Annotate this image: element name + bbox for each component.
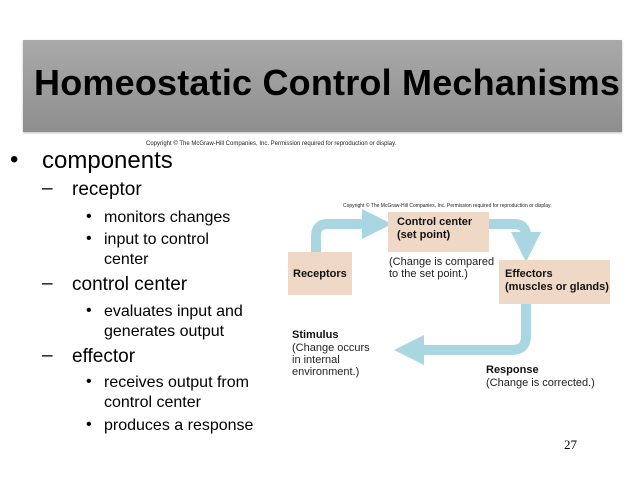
bullet-receptor-sub-2: input to control <box>104 231 209 248</box>
bullet-receptor-sub-1: monitors changes <box>104 209 231 226</box>
stimulus-body-2: in internal <box>292 354 340 366</box>
sub-bullet-dot: • <box>86 373 92 390</box>
bullet-effector-sub-2: control center <box>104 394 201 411</box>
bullet-dot: • <box>10 146 19 173</box>
bullet-control-sub-1: evaluates input and <box>104 303 243 320</box>
arrow-receptors-to-control <box>311 209 392 252</box>
dash-marker: – <box>42 273 53 294</box>
sub-bullet-dot: • <box>86 416 92 433</box>
dash-marker: – <box>42 345 53 366</box>
receptors-label: Receptors <box>293 268 347 280</box>
copyright-top: Copyright © The McGraw-Hill Companies, I… <box>146 141 397 147</box>
bullet-effector: effector <box>72 346 136 367</box>
bullet-control-center: control center <box>72 274 188 295</box>
slide-title: Homeostatic Control Mechanisms <box>34 62 621 103</box>
control-center-box <box>388 212 489 252</box>
arrow-effectors-to-stimulus <box>394 304 531 365</box>
sub-bullet-dot: • <box>86 302 92 319</box>
effectors-label: Effectors <box>505 268 553 280</box>
sub-bullet-dot: • <box>86 230 92 247</box>
set-point-label: (set point) <box>397 229 451 241</box>
sub-bullet-dot: • <box>86 208 92 225</box>
bullet-receptor: receptor <box>72 179 142 200</box>
compare-text-2: to the set point.) <box>389 268 468 280</box>
stimulus-title: Stimulus <box>292 329 339 341</box>
muscles-glands-label: (muscles or glands) <box>505 281 609 293</box>
effectors-box <box>499 260 610 304</box>
bullet-control-sub-2: generates output <box>104 323 225 340</box>
stimulus-body-3: environment.) <box>292 366 360 378</box>
arrow-control-to-effectors <box>489 219 541 262</box>
response-title: Response <box>486 364 539 376</box>
page-number: 27 <box>564 437 577 452</box>
copyright-diagram: Copyright © The McGraw-Hill Companies, I… <box>343 203 552 209</box>
response-body: (Change is corrected.) <box>486 377 595 389</box>
control-center-label: Control center <box>397 216 473 228</box>
title-bar <box>23 40 622 132</box>
bullet-receptor-sub-3: center <box>104 251 149 268</box>
receptors-box <box>288 252 352 295</box>
compare-text-1: (Change is compared <box>389 256 495 268</box>
bullet-components: components <box>42 147 173 174</box>
bullet-effector-sub-1: receives output from <box>104 374 249 391</box>
dash-marker: – <box>42 178 53 199</box>
bullet-effector-sub-3: produces a response <box>104 417 254 434</box>
stimulus-body-1: (Change occurs <box>292 342 370 354</box>
